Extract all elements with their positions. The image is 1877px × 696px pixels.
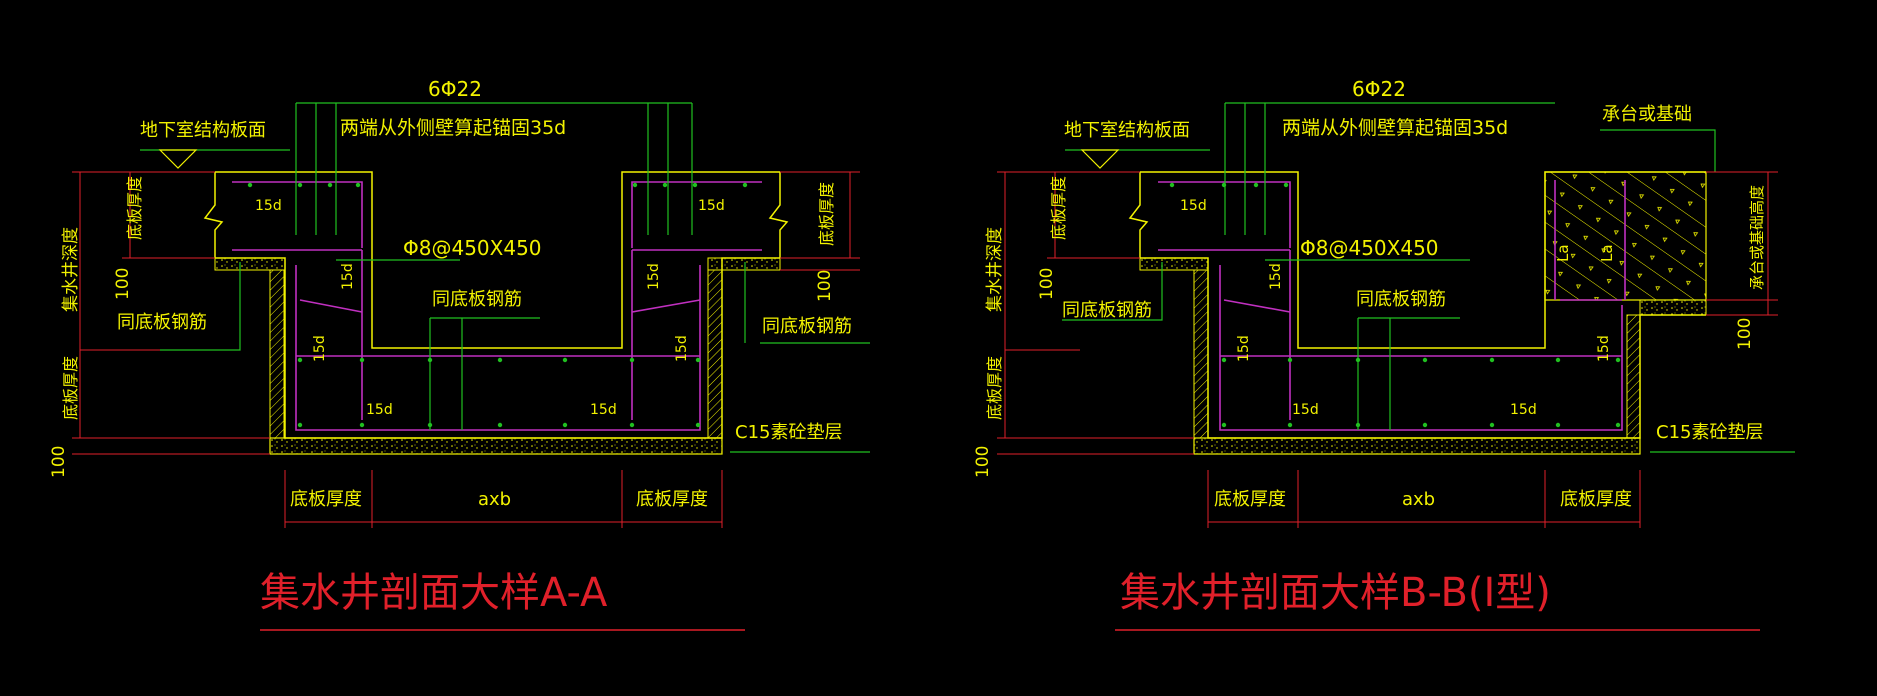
label-slab-thk-right-a: 底板厚度: [817, 182, 836, 246]
label-cushion-a: C15素砼垫层: [735, 422, 842, 443]
label-same-rebar-left-b: 同底板钢筋: [1062, 300, 1152, 321]
label-slab-thk-left-a: 底板厚度: [125, 176, 144, 240]
cushion-layer-b: [1193, 437, 1641, 455]
label-top-bars-a: 6Φ22: [428, 77, 482, 101]
rebar-dots-b: [1169, 182, 1621, 428]
label-15d: 15d: [366, 402, 393, 418]
dimensions-a: [72, 171, 860, 528]
label-dim-right-b: 底板厚度: [1560, 489, 1632, 510]
label-same-rebar-center-a: 同底板钢筋: [432, 289, 522, 310]
label-dim-left-a: 底板厚度: [290, 489, 362, 510]
slab-level-symbol-a: [158, 149, 198, 169]
slab-gravel-b: [1139, 257, 1209, 271]
label-same-rebar-center-b: 同底板钢筋: [1356, 289, 1446, 310]
title-b: 集水井剖面大样B-B(Ⅰ型): [1120, 570, 1551, 616]
rebar-a: [232, 181, 762, 431]
label-15d: 15d: [1268, 263, 1284, 290]
label-15d: 15d: [340, 263, 356, 290]
pile-cap-gravel-b: [1639, 299, 1707, 316]
label-bottom-thk-b: 底板厚度: [985, 356, 1004, 420]
label-15d: 15d: [674, 335, 690, 362]
label-15d: 15d: [590, 402, 617, 418]
label-pit-depth-a: 集水井深度: [61, 227, 81, 312]
label-100-upper-b: 100: [1037, 268, 1057, 300]
section-a: 6Φ22 两端从外侧壁算起锚固35d 地下室结构板面 Φ8@450X450 同底…: [49, 77, 870, 631]
rebar-b: [1158, 180, 1626, 431]
section-b: 6Φ22 两端从外侧壁算起锚固35d 地下室结构板面 承台或基础 Φ8@450X…: [973, 77, 1795, 631]
label-100-upper-a: 100: [113, 268, 133, 300]
label-dim-span-b: axb: [1402, 489, 1435, 510]
label-anchorage-b: 两端从外侧壁算起锚固35d: [1282, 117, 1508, 139]
title-a: 集水井剖面大样A-A: [260, 570, 608, 616]
label-mesh-b: Φ8@450X450: [1300, 236, 1439, 260]
rebar-dots-a: [247, 182, 748, 428]
label-slab-surface-b: 地下室结构板面: [1064, 120, 1190, 141]
label-anchorage-a: 两端从外侧壁算起锚固35d: [340, 117, 566, 139]
leaders-a: [140, 102, 870, 453]
label-la-left-b: La: [1554, 244, 1572, 262]
labels-a: 6Φ22 两端从外侧壁算起锚固35d 地下室结构板面 Φ8@450X450 同底…: [49, 77, 852, 616]
label-pile-cap-height-b: 承台或基础高度: [1748, 185, 1766, 290]
label-pit-depth-b: 集水井深度: [985, 227, 1005, 312]
label-15d: 15d: [255, 198, 282, 214]
label-slab-surface-a: 地下室结构板面: [140, 120, 266, 141]
label-dim-left-b: 底板厚度: [1214, 489, 1286, 510]
label-15d: 15d: [1236, 335, 1252, 362]
label-dim-span-a: axb: [478, 489, 511, 510]
label-slab-thk-left-b: 底板厚度: [1049, 176, 1068, 240]
wall-hatch-b: [1193, 269, 1641, 439]
label-15d: 15d: [1180, 198, 1207, 214]
label-same-rebar-right-a: 同底板钢筋: [762, 316, 852, 337]
slab-level-symbol-b: [1080, 149, 1120, 169]
cushion-layer-a: [269, 437, 723, 455]
label-la-right-b: La: [1598, 244, 1616, 262]
label-100-lower-a: 100: [49, 446, 69, 478]
label-100-right-a: 100: [815, 270, 835, 302]
label-100-lower-b: 100: [973, 446, 993, 478]
label-mesh-a: Φ8@450X450: [403, 236, 542, 260]
labels-b: 6Φ22 两端从外侧壁算起锚固35d 地下室结构板面 承台或基础 Φ8@450X…: [973, 77, 1766, 616]
label-15d: 15d: [1596, 335, 1612, 362]
label-15d: 15d: [646, 263, 662, 290]
label-top-bars-b: 6Φ22: [1352, 77, 1406, 101]
leaders-b: [1062, 102, 1795, 453]
label-100-right-b: 100: [1735, 318, 1755, 350]
label-pile-cap-b: 承台或基础: [1602, 104, 1692, 125]
wall-hatch-a: [269, 269, 723, 439]
label-15d: 15d: [312, 335, 328, 362]
label-bottom-thk-a: 底板厚度: [61, 356, 80, 420]
label-cushion-b: C15素砼垫层: [1656, 422, 1763, 443]
slab-gravel-a: [214, 257, 781, 271]
dimensions-b: [997, 171, 1778, 528]
label-15d: 15d: [698, 198, 725, 214]
label-dim-right-a: 底板厚度: [636, 489, 708, 510]
label-15d: 15d: [1292, 402, 1319, 418]
label-15d: 15d: [1510, 402, 1537, 418]
label-same-rebar-left-a: 同底板钢筋: [117, 312, 207, 333]
